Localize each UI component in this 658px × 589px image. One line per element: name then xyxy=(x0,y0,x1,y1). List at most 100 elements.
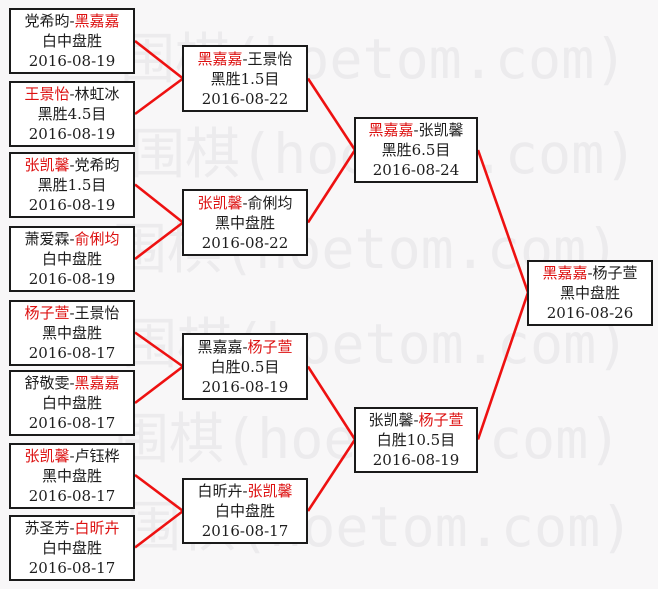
player1-name: 苏圣芳 xyxy=(24,519,70,537)
match-players: 张凯馨-党希昀 xyxy=(24,155,119,175)
match-result: 黑中盘胜 xyxy=(214,213,275,232)
player2-name: 张凯馨 xyxy=(247,482,293,500)
players-separator: - xyxy=(242,482,248,500)
player1-name: 黑嘉嘉 xyxy=(368,121,414,139)
match-date: 2016-08-17 xyxy=(28,414,116,432)
bracket-line xyxy=(476,149,530,293)
match-result: 白中盘胜 xyxy=(41,539,102,557)
match-result: 黑中盘胜 xyxy=(41,324,102,342)
players-separator: - xyxy=(69,304,75,322)
match-players: 苏圣芳-白昕卉 xyxy=(24,518,119,538)
player1-name: 张凯馨 xyxy=(197,193,243,212)
bracket-line xyxy=(134,331,184,368)
match-box-r1-6: 舒敬雯-黑嘉嘉 白中盘胜 2016-08-17 xyxy=(9,370,135,436)
match-box-r1-8: 苏圣芳-白昕卉 白中盘胜 2016-08-17 xyxy=(9,515,135,581)
player2-name: 王景怡 xyxy=(74,304,120,322)
players-separator: - xyxy=(69,447,75,465)
player1-name: 张凯馨 xyxy=(368,411,414,429)
match-date: 2016-08-19 xyxy=(28,196,116,214)
match-date: 2016-08-22 xyxy=(201,89,289,108)
bracket-line xyxy=(134,39,184,80)
bracket-line xyxy=(306,149,357,224)
match-box-r1-5: 杨子萱-王景怡 黑中盘胜 2016-08-17 xyxy=(9,300,135,366)
match-box-final: 黑嘉嘉-杨子萱 黑中盘胜 2016-08-26 xyxy=(527,260,653,326)
match-players: 张凯馨-卢钰桦 xyxy=(24,446,119,466)
bracket-line xyxy=(134,77,184,116)
player2-name: 王景怡 xyxy=(247,49,293,68)
match-result: 黑中盘胜 xyxy=(559,284,620,302)
match-result: 黑胜1.5目 xyxy=(37,176,107,194)
match-box-r1-3: 张凯馨-党希昀 黑胜1.5目 2016-08-19 xyxy=(9,152,135,218)
bracket-line xyxy=(134,509,184,549)
match-box-r2-2: 张凯馨-俞俐均 黑中盘胜 2016-08-22 xyxy=(182,189,308,256)
match-players: 黑嘉嘉-张凯馨 xyxy=(368,120,463,140)
match-players: 杨子萱-王景怡 xyxy=(24,303,119,323)
player2-name: 俞俐均 xyxy=(247,193,293,212)
players-separator: - xyxy=(587,264,593,282)
match-players: 党希昀-黑嘉嘉 xyxy=(24,11,119,31)
match-players: 黑嘉嘉-杨子萱 xyxy=(197,337,292,357)
match-date: 2016-08-19 xyxy=(28,270,116,288)
players-separator: - xyxy=(69,85,75,103)
match-result: 白胜0.5目 xyxy=(210,357,280,376)
player2-name: 杨子萱 xyxy=(247,337,293,356)
match-date: 2016-08-19 xyxy=(28,52,116,70)
match-date: 2016-08-17 xyxy=(201,522,289,540)
match-result: 白中盘胜 xyxy=(41,32,102,50)
bracket-line xyxy=(134,221,184,261)
bracket-line xyxy=(134,473,184,513)
player2-name: 党希昀 xyxy=(74,156,120,174)
player1-name: 黑嘉嘉 xyxy=(197,337,243,356)
player1-name: 王景怡 xyxy=(24,85,70,103)
players-separator: - xyxy=(69,230,75,248)
match-date: 2016-08-17 xyxy=(28,344,116,362)
match-date: 2016-08-17 xyxy=(28,559,116,577)
bracket-line xyxy=(476,292,530,440)
bracket-line xyxy=(306,438,357,512)
match-box-r3-2: 张凯馨-杨子萱 白胜10.5目 2016-08-19 xyxy=(354,407,478,473)
match-result: 白中盘胜 xyxy=(41,250,102,268)
players-separator: - xyxy=(413,411,419,429)
players-separator: - xyxy=(69,519,75,537)
match-date: 2016-08-19 xyxy=(28,125,116,143)
players-separator: - xyxy=(69,12,75,30)
match-box-r1-4: 萧爱霖-俞俐均 白中盘胜 2016-08-19 xyxy=(9,226,135,292)
player2-name: 林虹冰 xyxy=(74,85,120,103)
player1-name: 舒敬雯 xyxy=(24,374,70,392)
match-date: 2016-08-19 xyxy=(201,377,289,396)
player1-name: 萧爱霖 xyxy=(24,230,70,248)
match-players: 白昕卉-张凯馨 xyxy=(197,481,292,501)
player2-name: 杨子萱 xyxy=(592,264,638,282)
match-box-r3-1: 黑嘉嘉-张凯馨 黑胜6.5目 2016-08-24 xyxy=(354,117,478,183)
match-result: 黑胜4.5目 xyxy=(37,105,107,123)
bracket-line xyxy=(134,183,184,224)
match-box-r2-3: 黑嘉嘉-杨子萱 白胜0.5目 2016-08-19 xyxy=(182,333,308,400)
match-date: 2016-08-17 xyxy=(28,487,116,505)
player2-name: 杨子萱 xyxy=(418,411,464,429)
match-players: 萧爱霖-俞俐均 xyxy=(24,229,119,249)
match-players: 张凯馨-杨子萱 xyxy=(368,410,463,430)
match-result: 黑中盘胜 xyxy=(41,467,102,485)
match-result: 黑胜1.5目 xyxy=(210,69,280,88)
player1-name: 杨子萱 xyxy=(24,304,70,322)
player1-name: 党希昀 xyxy=(24,12,70,30)
bracket-line xyxy=(134,365,184,405)
match-players: 王景怡-林虹冰 xyxy=(24,84,119,104)
player2-name: 卢钰桦 xyxy=(74,447,120,465)
player1-name: 黑嘉嘉 xyxy=(542,264,588,282)
match-date: 2016-08-19 xyxy=(372,451,460,469)
player1-name: 黑嘉嘉 xyxy=(197,49,243,68)
match-box-r1-1: 党希昀-黑嘉嘉 白中盘胜 2016-08-19 xyxy=(9,8,135,74)
players-separator: - xyxy=(242,193,248,212)
match-result: 黑胜6.5目 xyxy=(381,141,451,159)
match-result: 白中盘胜 xyxy=(214,502,275,520)
bracket-line xyxy=(306,365,357,441)
match-box-r1-7: 张凯馨-卢钰桦 黑中盘胜 2016-08-17 xyxy=(9,443,135,509)
match-date: 2016-08-22 xyxy=(201,233,289,252)
match-result: 白胜10.5目 xyxy=(376,431,456,449)
player1-name: 张凯馨 xyxy=(24,447,70,465)
match-result: 白中盘胜 xyxy=(41,394,102,412)
player2-name: 黑嘉嘉 xyxy=(74,12,120,30)
